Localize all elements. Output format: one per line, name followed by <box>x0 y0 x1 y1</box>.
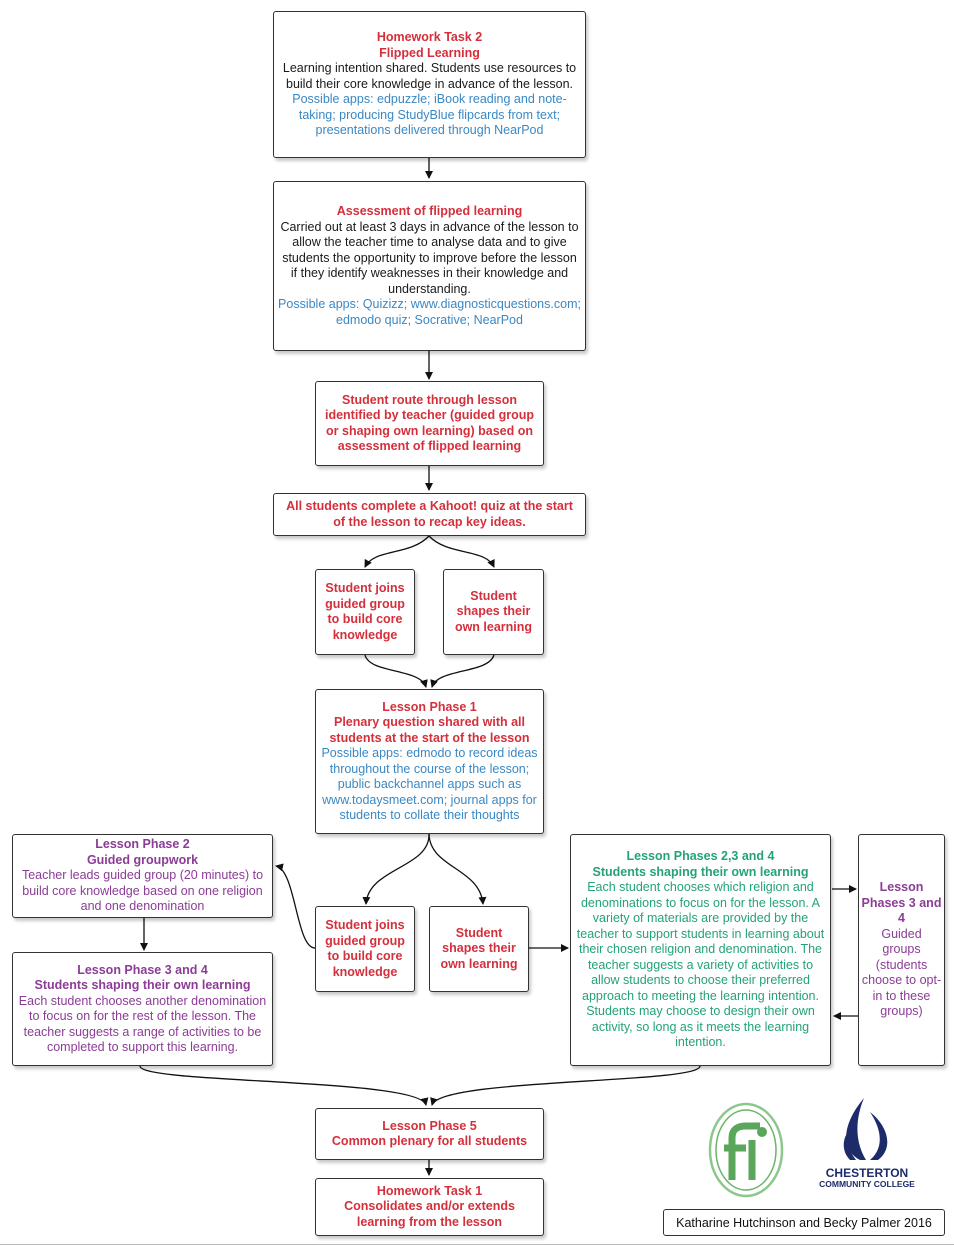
hw2-title: Homework Task 2 <box>376 30 483 45</box>
shapes-learning-text-1: Student shapes their own learning <box>454 588 533 634</box>
arrow-guided2-to-phase2 <box>275 863 316 949</box>
assessment-apps: Possible apps: Quizizz; www.diagnosticqu… <box>278 297 581 327</box>
side-body: Guided groups (students choose to opt-in… <box>861 926 942 1019</box>
phase234-subtitle: Students shaping their own learning <box>592 864 809 879</box>
phase34-subtitle: Students shaping their own learning <box>34 978 251 992</box>
bottom-divider <box>0 1244 954 1245</box>
faith-logo-icon <box>708 1102 784 1198</box>
student-route-text: Student route through lesson identified … <box>324 392 535 454</box>
guided-group-box-1: Student joins guided group to build core… <box>315 569 415 655</box>
arrow-phase234-to-phase5 <box>430 1065 701 1106</box>
chesterton-logo-text: CHESTERTON COMMUNITY COLLEGE <box>812 1166 922 1190</box>
hw1-title: Homework Task 1 <box>376 1183 483 1198</box>
lesson-phase-3-4-box: Lesson Phase 3 and 4 Students shaping th… <box>12 952 273 1066</box>
student-route-box: Student route through lesson identified … <box>315 381 544 466</box>
hw2-body: Learning intention shared. Students use … <box>282 61 577 91</box>
chesterton-line1: CHESTERTON <box>825 1166 909 1180</box>
phase5-subtitle: Common plenary for all students <box>331 1134 528 1148</box>
phase234-body: Each student chooses which religion and … <box>576 880 825 1050</box>
phase34-title: Lesson Phase 3 and 4 <box>77 962 208 977</box>
lesson-phase-1-box: Lesson Phase 1 Plenary question shared w… <box>315 689 544 834</box>
arrow-phase34-to-phase5 <box>139 1065 429 1106</box>
arrow-kahoot-to-guided1 <box>364 535 430 568</box>
assessment-body: Carried out at least 3 days in advance o… <box>280 219 579 296</box>
chesterton-flame-icon <box>843 1098 888 1160</box>
phase5-title: Lesson Phase 5 <box>382 1118 477 1133</box>
hw1-subtitle: Consolidates and/or extends learning fro… <box>344 1199 515 1229</box>
author-credit: Katharine Hutchinson and Becky Palmer 20… <box>663 1209 945 1236</box>
guided-group-box-2: Student joins guided group to build core… <box>315 906 415 992</box>
side-title: Lesson Phases 3 and 4 <box>861 880 942 926</box>
shapes-learning-box-1: Student shapes their own learning <box>443 569 544 655</box>
homework-task-2-box: Homework Task 2 Flipped Learning Learnin… <box>273 11 586 158</box>
kahoot-box: All students complete a Kahoot! quiz at … <box>273 493 586 536</box>
guided-groups-optin-box: Lesson Phases 3 and 4 Guided groups (stu… <box>858 834 945 1066</box>
phase2-subtitle: Guided groupwork <box>86 852 199 867</box>
phase2-body: Teacher leads guided group (20 minutes) … <box>21 868 264 914</box>
hw2-apps: Possible apps: edpuzzle; iBook reading a… <box>292 92 567 138</box>
guided-group-text-2: Student joins guided group to build core… <box>325 918 405 979</box>
phase1-title: Lesson Phase 1 <box>382 699 477 714</box>
lesson-phase-5-box: Lesson Phase 5 Common plenary for all st… <box>315 1108 544 1160</box>
phase34-body: Each student chooses another denominatio… <box>18 993 267 1055</box>
assessment-box: Assessment of flipped learning Carried o… <box>273 181 586 351</box>
arrow-phase1-to-shapes2 <box>428 833 487 905</box>
homework-task-1-box: Homework Task 1 Consolidates and/or exte… <box>315 1178 544 1236</box>
lesson-phases-2-3-4-box: Lesson Phases 2,3 and 4 Students shaping… <box>570 834 831 1066</box>
guided-group-text-1: Student joins guided group to build core… <box>325 581 405 642</box>
phase234-title: Lesson Phases 2,3 and 4 <box>626 849 775 864</box>
author-credit-text: Katharine Hutchinson and Becky Palmer 20… <box>676 1215 932 1230</box>
chesterton-line2: COMMUNITY COLLEGE <box>819 1179 915 1189</box>
arrow-kahoot-to-shapes1 <box>428 535 495 568</box>
shapes-learning-box-2: Student shapes their own learning <box>429 906 529 992</box>
arrow-phase1-to-guided2 <box>362 833 430 905</box>
phase2-title: Lesson Phase 2 <box>95 837 190 852</box>
hw2-subtitle: Flipped Learning <box>379 45 480 60</box>
phase1-apps: Possible apps: edmodo to record ideas th… <box>321 746 538 822</box>
assessment-title: Assessment of flipped learning <box>336 204 523 218</box>
arrow-guided1-to-phase1 <box>364 654 428 688</box>
lesson-phase-2-box: Lesson Phase 2 Guided groupwork Teacher … <box>12 834 273 918</box>
phase1-subtitle: Plenary question shared with all student… <box>329 715 530 745</box>
shapes-learning-text-2: Student shapes their own learning <box>440 925 518 971</box>
arrow-shapes1-to-phase1 <box>430 654 495 688</box>
kahoot-text: All students complete a Kahoot! quiz at … <box>286 499 573 529</box>
